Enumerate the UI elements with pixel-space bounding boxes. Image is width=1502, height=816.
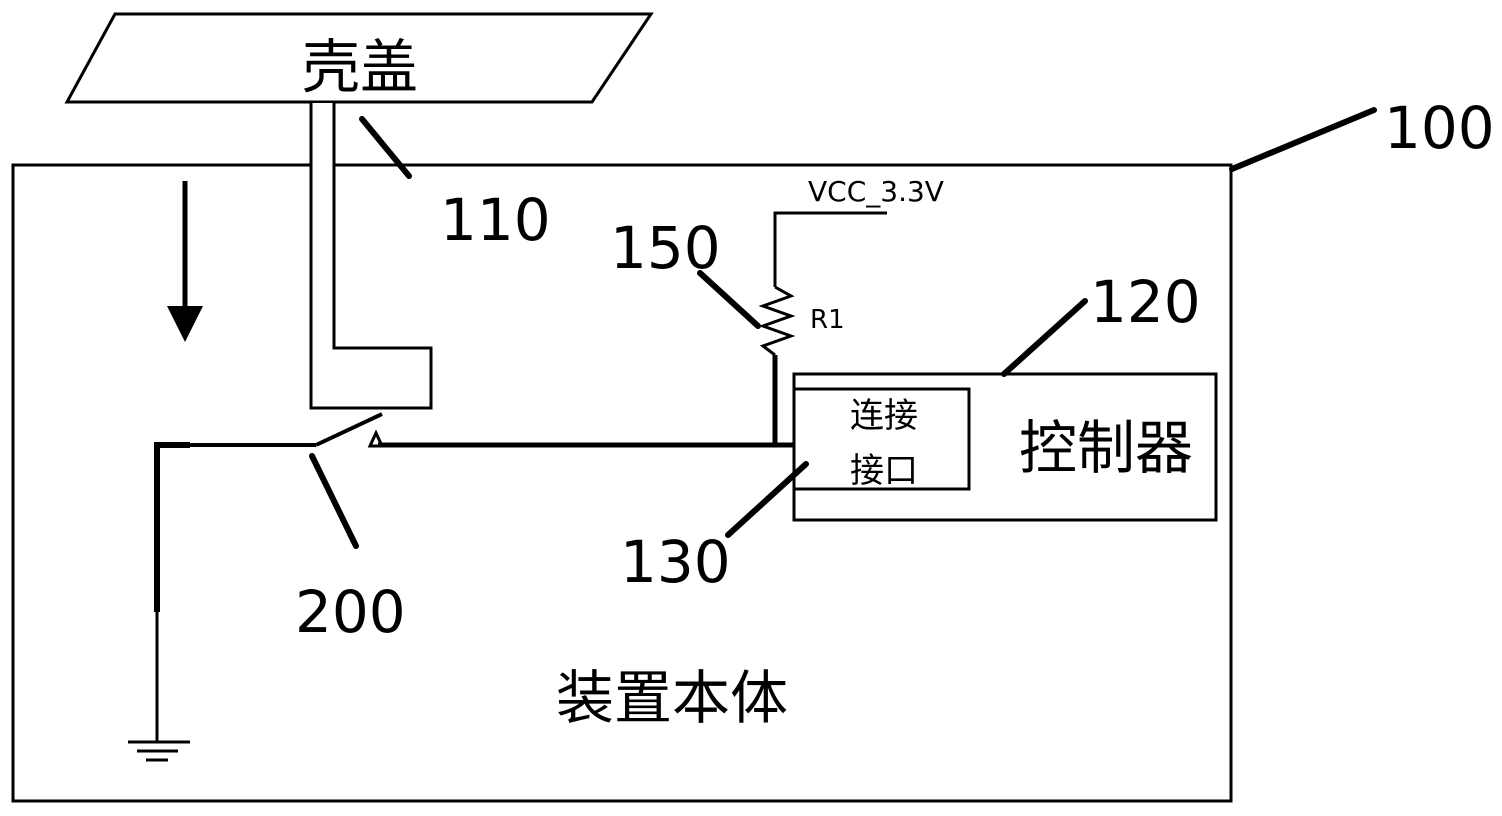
leader-110: [359, 116, 412, 179]
ground-wire-thick: [154, 442, 190, 612]
controller-label: 控制器: [1019, 414, 1193, 482]
numeral-150: 150: [610, 214, 721, 282]
numeral-120: 120: [1090, 268, 1201, 336]
leader-130: [725, 461, 809, 538]
interface-label-line1: 连接: [850, 396, 918, 436]
leader-150: [697, 270, 761, 329]
vcc-wire: [773, 211, 887, 287]
resistor-label: R1: [810, 305, 845, 335]
arrow-down-icon: [167, 181, 203, 342]
ground-icon: [128, 740, 190, 762]
numeral-110: 110: [440, 186, 551, 254]
resistor-r1: [758, 285, 796, 357]
interface-box: [792, 387, 971, 491]
leader-120: [1001, 298, 1088, 377]
device-body-label: 装置本体: [556, 664, 788, 732]
numeral-130: 130: [620, 528, 731, 596]
cover-label: 壳盖: [302, 33, 418, 101]
cover-shape: [64, 12, 654, 104]
interface-label-line2: 接口: [850, 451, 918, 491]
vcc-label: VCC_3.3V: [808, 175, 944, 208]
numeral-200: 200: [295, 578, 406, 646]
leader-100: [1229, 107, 1377, 172]
switch-blade: [315, 412, 383, 447]
leader-200: [309, 453, 359, 549]
device-body-outline: [11, 163, 1233, 803]
cover-post: [309, 103, 433, 410]
numeral-100: 100: [1384, 94, 1495, 162]
